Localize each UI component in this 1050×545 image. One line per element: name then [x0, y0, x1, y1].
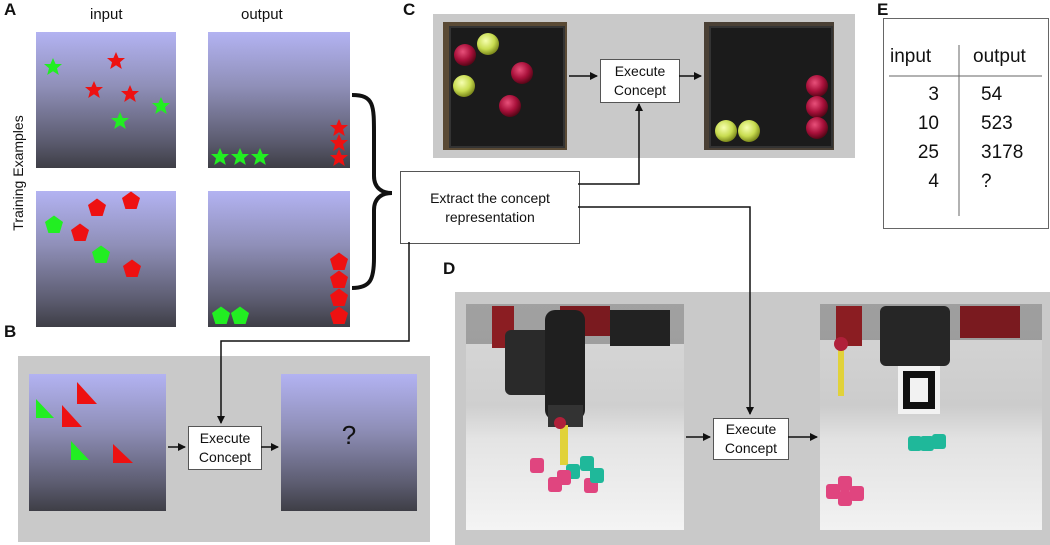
panel-c-execute-concept-box: Execute Concept: [600, 59, 680, 103]
arrow-extract-to-c: [578, 103, 643, 185]
panel-a-input-header: input: [90, 6, 123, 23]
red-triangle: [113, 444, 133, 463]
red-apple: [454, 44, 476, 66]
green-star: [44, 58, 62, 75]
panel-b-execute-concept-box: Execute Concept: [188, 426, 262, 470]
example1-input-grid: [36, 32, 176, 168]
red-pentagon: [330, 288, 348, 306]
red-pentagon: [71, 223, 89, 241]
red-star: [330, 149, 348, 166]
red-pentagon: [330, 252, 348, 270]
green-star: [251, 148, 269, 165]
red-star: [330, 119, 348, 136]
green-pentagon: [45, 215, 63, 233]
table-cell-output: 3178: [981, 142, 1024, 163]
arrow-extract-to-b: [217, 242, 410, 424]
green-star: [231, 148, 249, 165]
example1-output-grid: [208, 32, 350, 168]
blocks-after: [826, 434, 946, 506]
green-apple: [453, 75, 475, 97]
extract-concept-box: Extract the concept representation: [400, 171, 580, 244]
red-pentagon: [123, 259, 141, 277]
green-triangle: [71, 441, 89, 460]
unknown-output-mark: ?: [341, 420, 357, 450]
table-cell-output: 523: [981, 113, 1013, 134]
robot-arm-before: [466, 304, 684, 465]
red-star: [107, 52, 125, 69]
red-apple: [511, 62, 533, 84]
red-pentagon: [122, 191, 140, 209]
panel-d-execute-concept-box: Execute Concept: [713, 418, 789, 460]
table-cell-input: 10: [917, 113, 939, 134]
grouping-brace: [351, 93, 393, 290]
red-pentagon: [88, 198, 106, 216]
red-apple: [499, 95, 521, 117]
red-pentagon: [330, 306, 348, 324]
example2-output-grid: [208, 191, 350, 327]
io-table: input output 3 54 10 523 25 3178 4 ?: [883, 18, 1049, 229]
table-cell-input: 25: [917, 142, 939, 163]
green-pentagon: [231, 306, 249, 324]
red-triangle: [77, 382, 97, 404]
table-cell-output: 54: [981, 84, 1003, 105]
green-star: [211, 148, 229, 165]
panel-d-letter: D: [443, 259, 456, 278]
panel-a-letter: A: [4, 0, 17, 19]
red-star: [330, 134, 348, 151]
table-header-output: output: [973, 46, 1026, 67]
green-pentagon: [92, 245, 110, 263]
red-triangle: [62, 405, 82, 427]
table-cell-output: ?: [981, 171, 992, 192]
panel-e-letter: E: [877, 0, 889, 19]
test-input-grid: [29, 374, 166, 511]
table-cell-input: 4: [928, 171, 939, 192]
green-apple: [477, 33, 499, 55]
panel-a-output-header: output: [241, 6, 283, 23]
red-pentagon: [330, 270, 348, 288]
green-pentagon: [212, 306, 230, 324]
red-apple: [806, 117, 828, 139]
green-triangle: [36, 399, 54, 418]
arrow-extract-to-d: [578, 206, 754, 415]
test-output-grid: [281, 374, 417, 511]
panel-c-letter: C: [403, 0, 416, 19]
red-apple: [806, 75, 828, 97]
table-header-input: input: [890, 46, 932, 67]
green-apple: [715, 120, 737, 142]
red-star: [85, 81, 103, 98]
robot-arm-after: [820, 304, 1042, 414]
red-star: [121, 85, 139, 102]
green-star: [111, 112, 129, 129]
table-cell-input: 3: [928, 84, 939, 105]
blocks-before: [530, 456, 604, 493]
panel-b-letter: B: [4, 322, 17, 341]
green-star: [152, 97, 170, 114]
green-apple: [738, 120, 760, 142]
red-apple: [806, 96, 828, 118]
